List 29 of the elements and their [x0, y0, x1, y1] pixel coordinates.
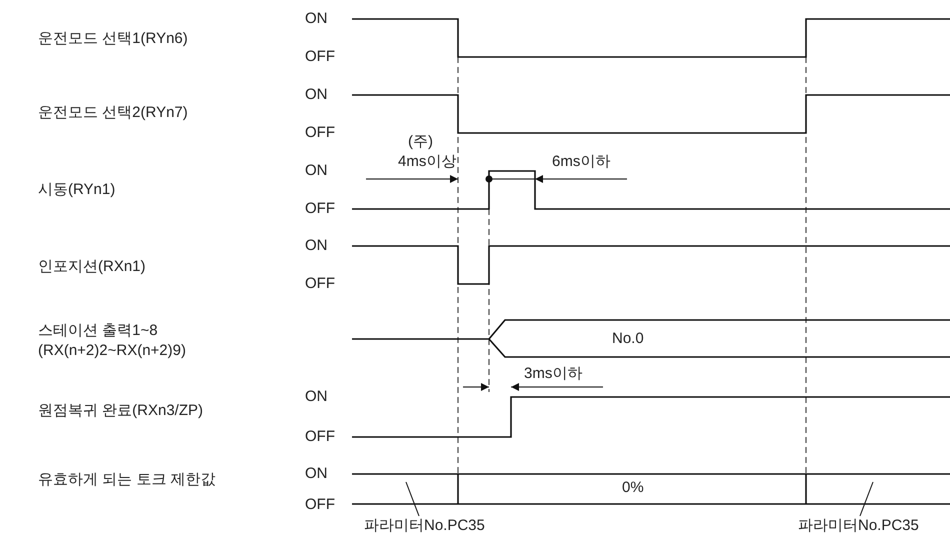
parameter-label: 파라미터No.PC35	[798, 516, 919, 536]
value-label: 0%	[622, 478, 644, 498]
signal-name: 운전모드 선택2(RYn7)	[38, 103, 188, 123]
timing-note: 4ms이상	[398, 152, 456, 172]
timing-note: 3ms이하	[524, 364, 582, 384]
signal-name: 운전모드 선택1(RYn6)	[38, 29, 188, 49]
state-label: ON	[305, 236, 328, 256]
signal-name: 스테이션 출력1~8 (RX(n+2)2~RX(n+2)9)	[38, 321, 187, 361]
note-mark: (주)	[408, 132, 433, 152]
timing-note: 6ms이하	[552, 152, 610, 172]
state-label: OFF	[305, 199, 335, 219]
state-label: ON	[305, 387, 328, 407]
value-label: No.0	[612, 329, 644, 349]
state-label: OFF	[305, 495, 335, 515]
signal-name: 시동(RYn1)	[38, 180, 116, 200]
signal-name: 인포지션(RXn1)	[38, 257, 146, 277]
state-label: ON	[305, 9, 328, 29]
signal-name: 원점복귀 완료(RXn3/ZP)	[38, 401, 204, 421]
leader-line	[406, 482, 420, 516]
parameter-label: 파라미터No.PC35	[364, 516, 485, 536]
leader-line	[860, 482, 874, 516]
state-label: ON	[305, 85, 328, 105]
signal-name: 유효하게 되는 토크 제한값	[38, 470, 216, 490]
state-label: OFF	[305, 427, 335, 447]
state-label: ON	[305, 161, 328, 181]
state-label: OFF	[305, 274, 335, 294]
state-label: ON	[305, 464, 328, 484]
state-label: OFF	[305, 47, 335, 67]
state-label: OFF	[305, 123, 335, 143]
